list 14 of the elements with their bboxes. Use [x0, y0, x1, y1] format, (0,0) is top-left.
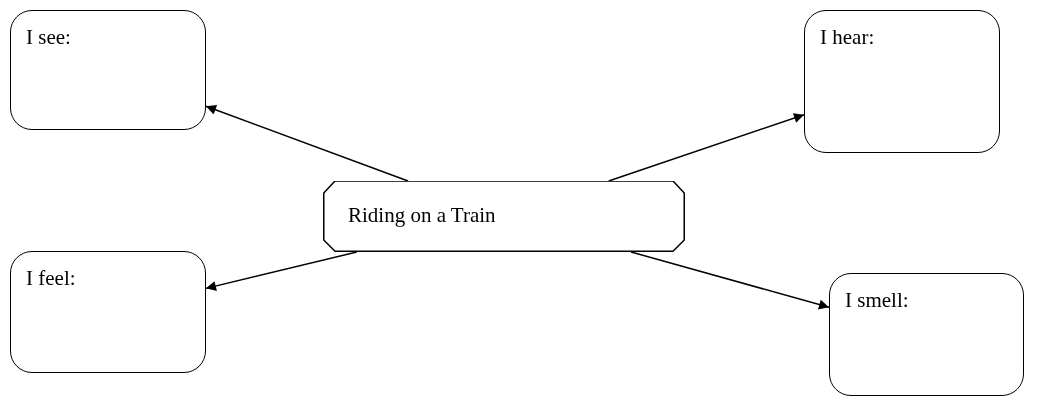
arrow [630, 251, 830, 310]
answer-box [10, 10, 206, 130]
arrow [205, 251, 358, 291]
box-label: Riding on a Train [348, 203, 496, 228]
answer-box [10, 251, 206, 373]
answer-box [804, 10, 1000, 153]
box-label: I feel: [26, 266, 76, 291]
box-label: I smell: [845, 288, 909, 313]
answer-box [829, 273, 1024, 396]
box-label: I hear: [820, 25, 875, 50]
arrow [607, 113, 805, 182]
box-label: I see: [26, 25, 71, 50]
topic-octagon [323, 181, 685, 252]
arrow [205, 105, 409, 182]
